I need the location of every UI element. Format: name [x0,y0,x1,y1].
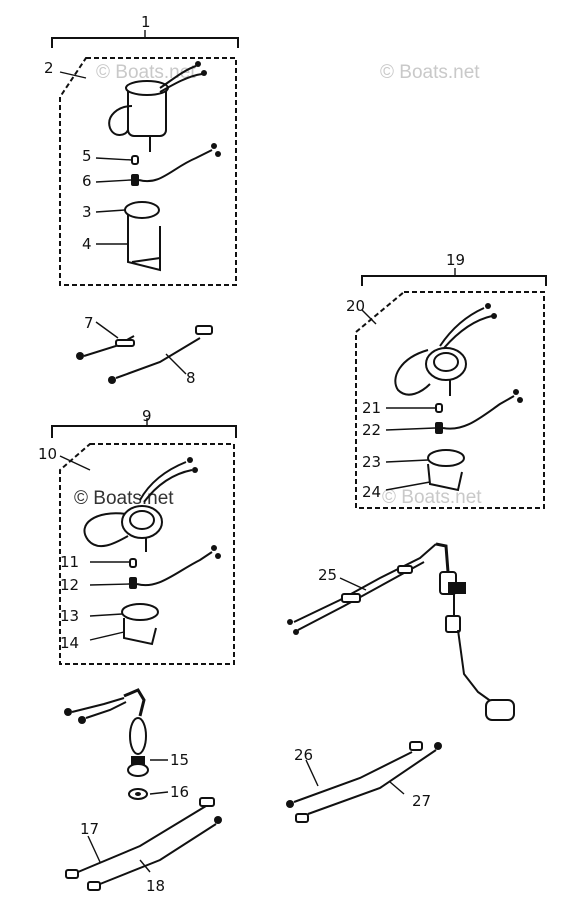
callout-19: 19 [446,251,465,269]
callout-6: 6 [82,172,92,190]
callout-21: 21 [362,399,381,417]
callout-24: 24 [362,483,381,501]
leads-26-27 [286,741,442,823]
callout-4: 4 [82,235,92,253]
callout-13: 13 [60,607,79,625]
callout-8: 8 [186,369,196,387]
callout-7: 7 [84,314,94,332]
callout-18: 18 [146,877,165,895]
leads-17-18 [65,797,222,891]
watermark-middle-left: © Boats.net [74,488,174,509]
callout-5: 5 [82,147,92,165]
sensor-15-16 [64,688,169,800]
callout-11: 11 [60,553,79,571]
watermark-middle-right: © Boats.net [382,487,482,508]
callout-10: 10 [38,445,57,463]
callout-1: 1 [141,13,151,31]
watermark-top-left: © Boats.net [96,62,196,83]
callout-23: 23 [362,453,381,471]
assembly-group-19 [355,268,547,509]
callout-25: 25 [318,566,337,584]
assembly-group-1 [51,30,239,286]
callout-15: 15 [170,751,189,769]
callout-17: 17 [80,820,99,838]
callout-14: 14 [60,634,79,652]
callout-22: 22 [362,421,381,439]
callout-26: 26 [294,746,313,764]
callout-12: 12 [60,576,79,594]
callout-20: 20 [346,297,365,315]
callout-2: 2 [44,59,54,77]
callout-3: 3 [82,203,92,221]
assembly-group-9 [51,418,237,665]
callout-16: 16 [170,783,189,801]
watermark-top-right: © Boats.net [380,62,480,83]
fuel-sender-25 [287,542,515,721]
loose-leads-7-8 [76,321,213,384]
callout-27: 27 [412,792,431,810]
callout-9: 9 [142,407,152,425]
